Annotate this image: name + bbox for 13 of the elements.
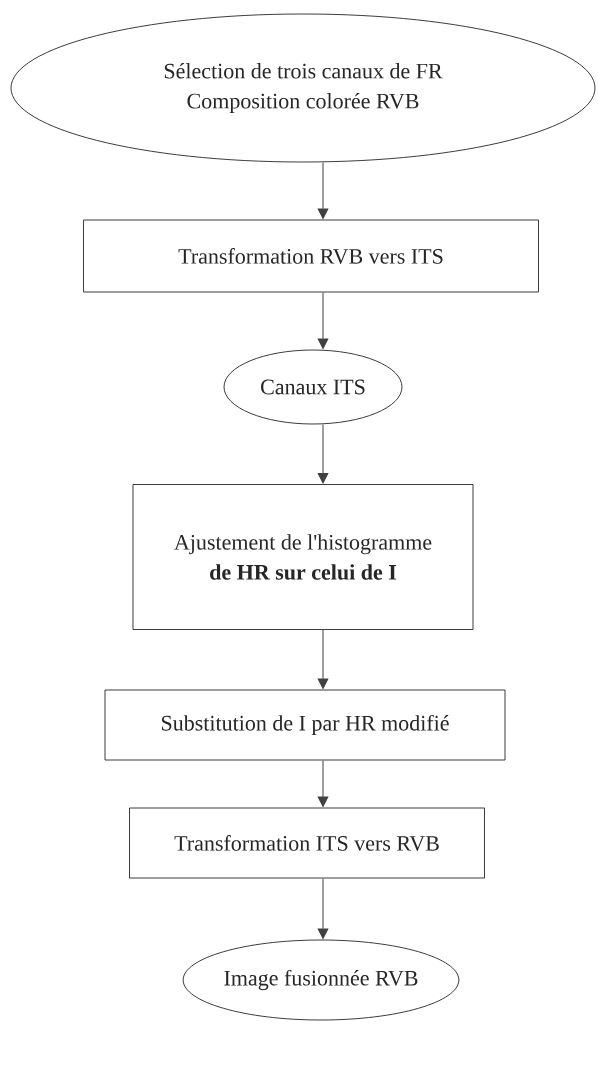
process-box: Transformation RVB vers ITS	[83, 219, 539, 293]
arrow	[317, 161, 329, 219]
ellipse-node: Image fusionnée RVB	[182, 939, 460, 1021]
arrow	[317, 877, 329, 939]
process-box: Ajustement de l'histogramme de HR sur celui de I	[132, 484, 474, 630]
process-box: Substitution de I par HR modifié	[104, 689, 506, 761]
ellipse-node: Sélection de trois canaux de FR Composition colorée RVB	[10, 13, 596, 163]
process-box: Transformation ITS vers RVB	[129, 807, 485, 879]
arrow	[317, 291, 329, 349]
arrow	[317, 629, 329, 689]
ellipse-node: Canaux ITS	[223, 349, 403, 425]
arrow	[317, 759, 329, 807]
arrow	[317, 423, 329, 484]
